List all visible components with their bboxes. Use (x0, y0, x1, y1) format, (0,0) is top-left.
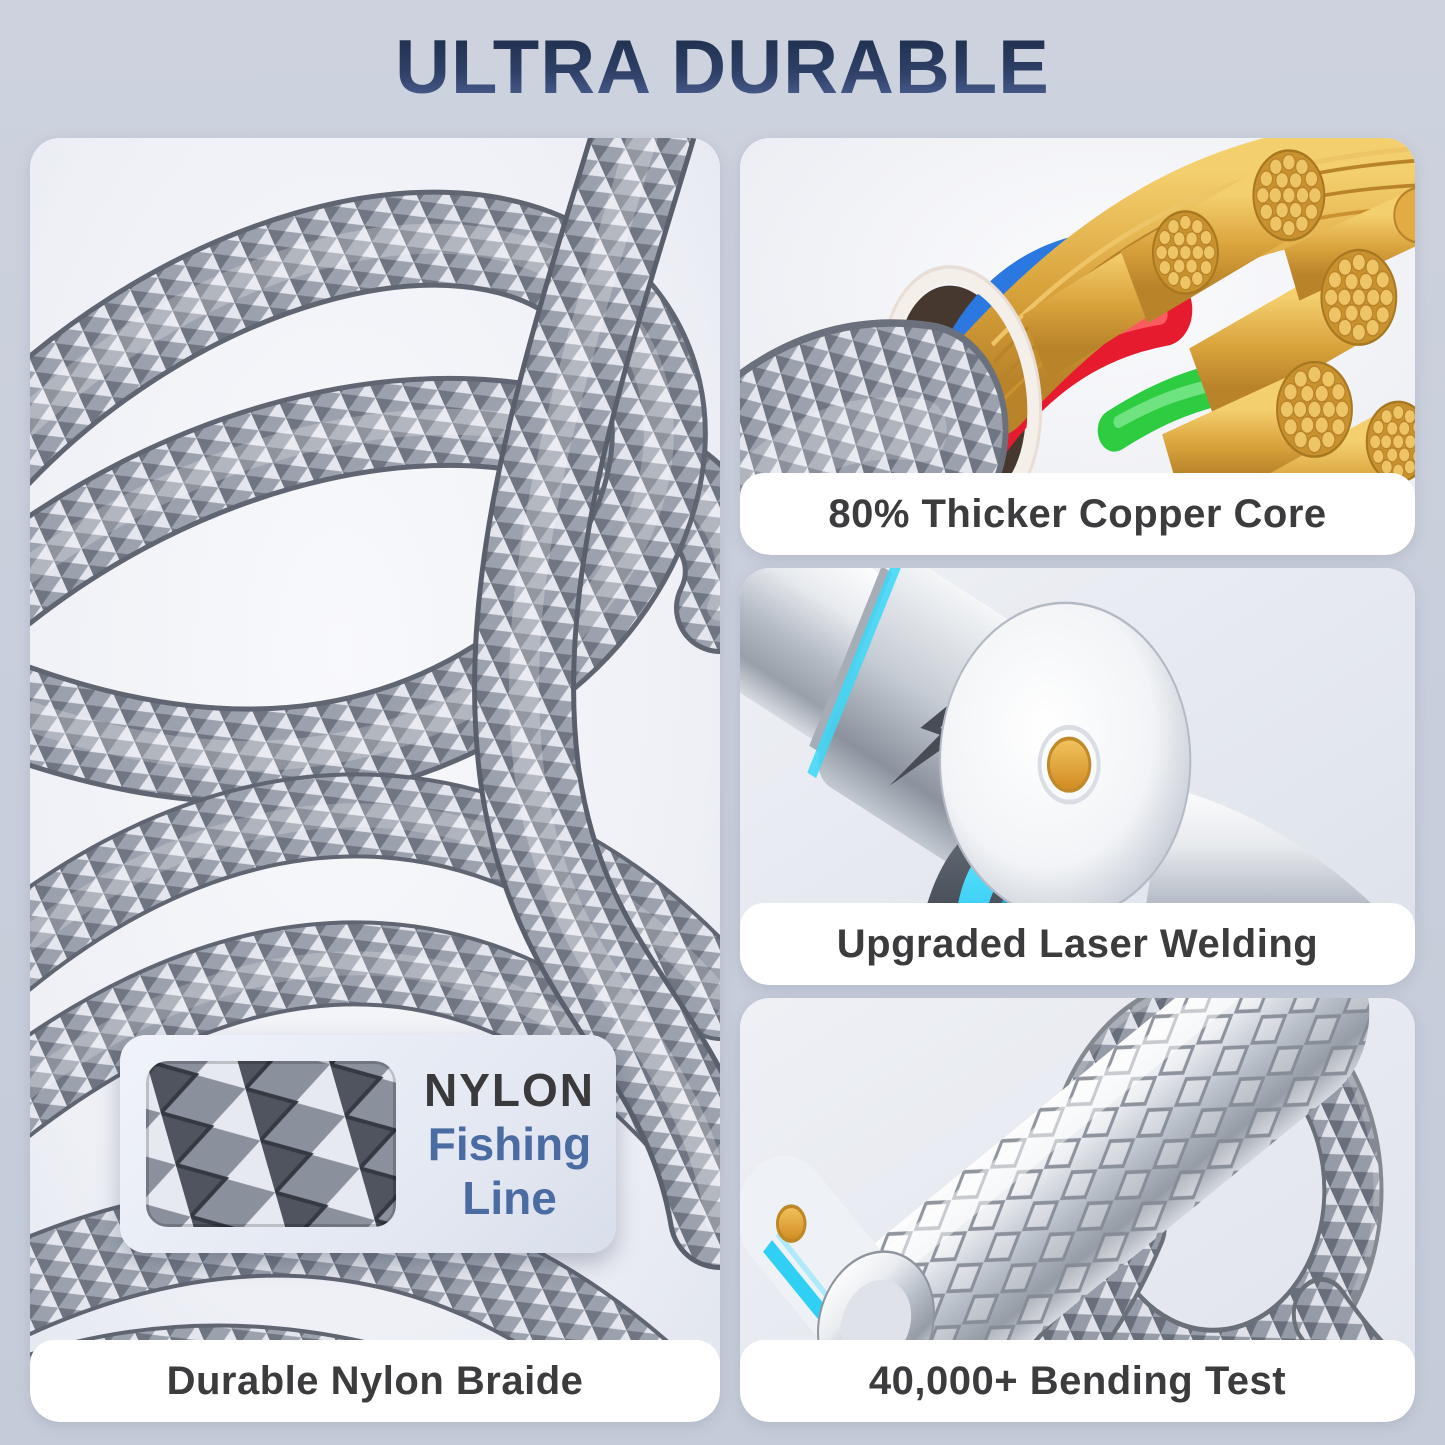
braided-cable-photo (30, 138, 720, 1422)
braided-cable-illustration (30, 138, 720, 1422)
panel-copper-core: 80% Thicker Copper Core (740, 138, 1415, 555)
bending-test-caption: 40,000+ Bending Test (740, 1340, 1415, 1422)
braid-swatch-image (146, 1061, 396, 1227)
content-grid: NYLON Fishing Line Durable Nylon Braide (30, 138, 1415, 1422)
knurled-barrel (816, 998, 1370, 1422)
inset-material-label: NYLON (424, 1063, 595, 1116)
panel-nylon-braid: NYLON Fishing Line Durable Nylon Braide (30, 138, 720, 1422)
nylon-inset-card: NYLON Fishing Line (120, 1035, 616, 1253)
copper-core-caption: 80% Thicker Copper Core (740, 473, 1415, 555)
laser-welding-caption: Upgraded Laser Welding (740, 903, 1415, 985)
braid-swatch-illustration (146, 1061, 396, 1227)
right-column: 80% Thicker Copper Core (740, 138, 1415, 1422)
left-panel-caption: Durable Nylon Braide (30, 1340, 720, 1422)
inset-fishing-label: Fishing (427, 1117, 592, 1170)
inset-text: NYLON Fishing Line (424, 1063, 595, 1226)
gold-contact-dot (1046, 736, 1092, 793)
gold-contact-dot (775, 1204, 807, 1243)
panel-laser-welding: Upgraded Laser Welding (740, 568, 1415, 985)
inset-line-label: Line (462, 1172, 557, 1225)
panel-bending-test: 40,000+ Bending Test (740, 998, 1415, 1422)
page-title: ULTRA DURABLE (0, 24, 1445, 111)
